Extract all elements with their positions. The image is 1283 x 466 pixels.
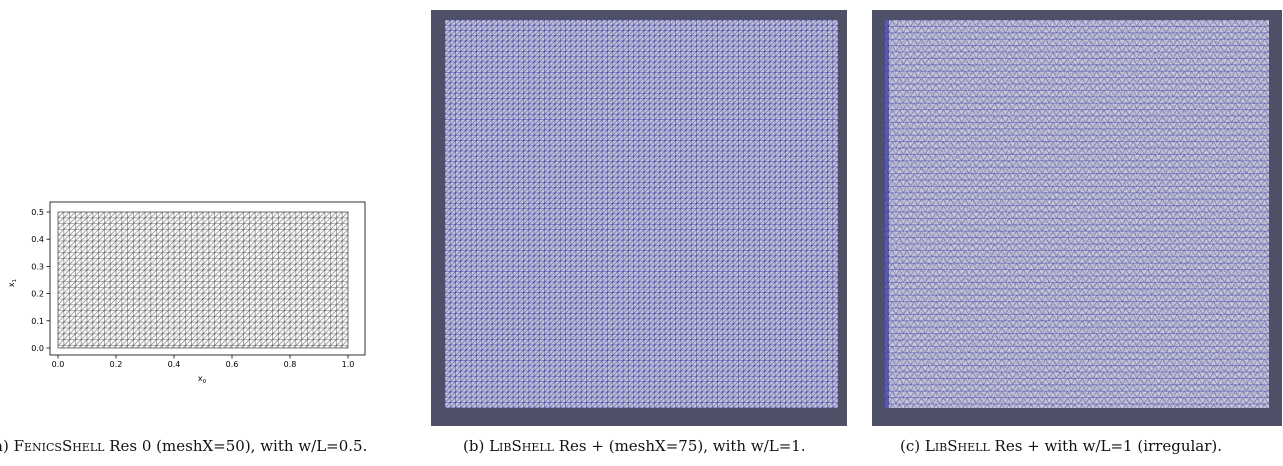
y-tick-label: 0.1 xyxy=(31,317,44,326)
y-tick-label: 0.0 xyxy=(31,344,44,353)
x-tick-label: 0.4 xyxy=(168,360,181,369)
x-tick-label: 0.2 xyxy=(110,360,123,369)
y-ticks: 0.0 0.1 0.2 0.3 0.4 0.5 xyxy=(31,208,50,353)
caption-a: a) FenicsShell Res 0 (meshX=50), with w/… xyxy=(0,437,368,455)
y-tick-label: 0.4 xyxy=(31,235,44,244)
regular-mesh-area xyxy=(445,20,838,408)
caption-c: (c) LibShell Res + with w/L=1 (irregular… xyxy=(900,437,1223,455)
plot-axes-frame xyxy=(49,201,366,356)
irregular-mesh-overlay-2 xyxy=(885,20,1269,408)
irregular-mesh-svg xyxy=(872,10,1282,426)
libshell-irregular-mesh xyxy=(872,10,1282,426)
x-tick-label: 0.0 xyxy=(52,360,65,369)
caption-b: (b) LibShell Res + (meshX=75), with w/L=… xyxy=(463,437,806,455)
y-tick-label: 0.3 xyxy=(31,262,44,271)
x-tick-label: 0.8 xyxy=(284,360,297,369)
libshell-regular-mesh xyxy=(431,10,847,426)
x-axis-label: x0 xyxy=(198,374,207,385)
x-tick-label: 0.6 xyxy=(226,360,239,369)
mesh-left-edge xyxy=(885,20,889,408)
x-tick-label: 1.0 xyxy=(342,360,355,369)
y-axis-label: x1 xyxy=(7,279,18,287)
regular-mesh-svg xyxy=(431,10,847,426)
fenics-mesh-plot: 0.0 0.2 0.4 0.6 0.8 1.0 0.0 0.1 0.2 0.3 0.4 0.5 x0… xyxy=(0,195,380,395)
fenics-mesh-area xyxy=(57,211,349,349)
y-tick-label: 0.2 xyxy=(31,290,44,299)
y-tick-label: 0.5 xyxy=(31,208,44,217)
x-ticks: 0.0 0.2 0.4 0.6 0.8 1.0 xyxy=(52,355,355,369)
fenics-mesh-svg: 0.0 0.2 0.4 0.6 0.8 1.0 0.0 0.1 0.2 0.3 0.4 0.5 x0… xyxy=(7,201,366,385)
